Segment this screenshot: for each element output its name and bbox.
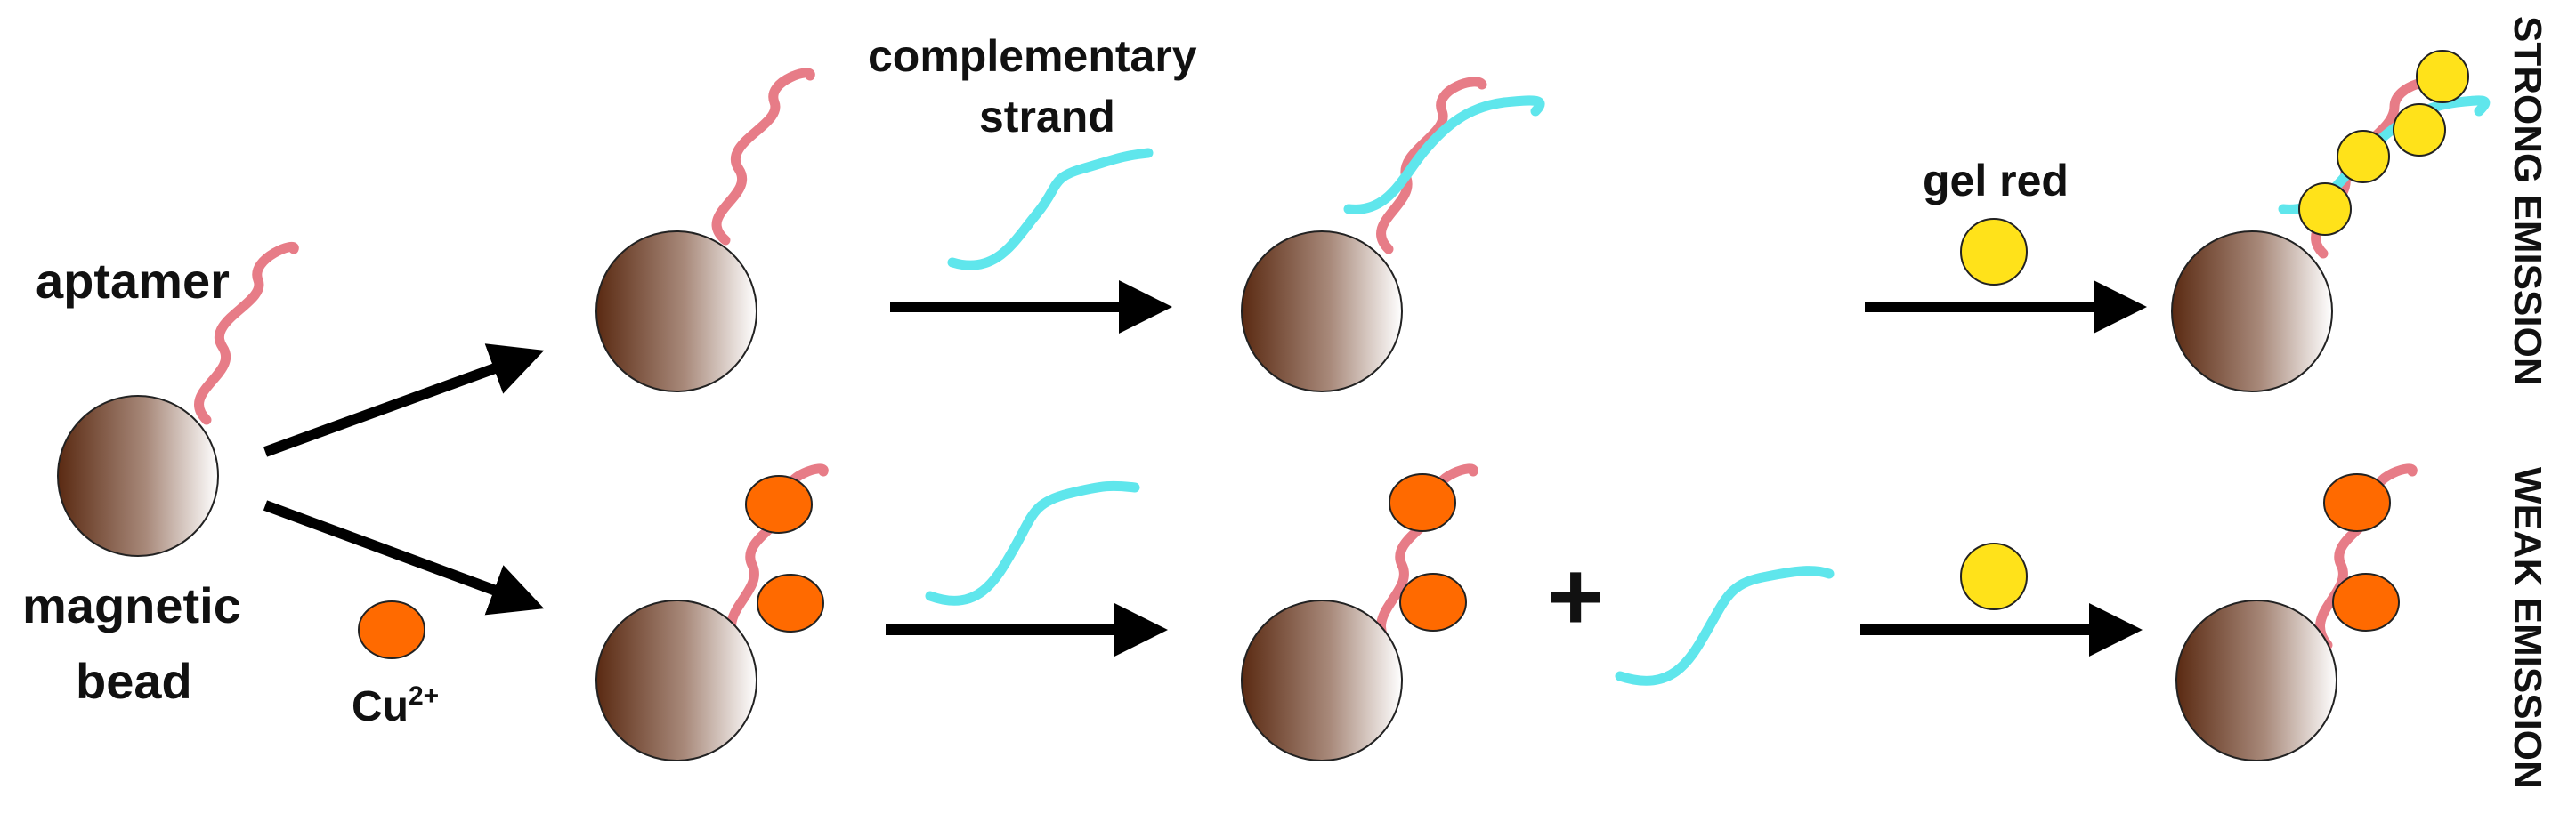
cu-ion [2323, 473, 2391, 532]
aptamer-strand [2315, 463, 2418, 650]
gel-red-dye [2416, 50, 2469, 103]
cu-ion [358, 600, 425, 659]
strong-emission-label: STRONG EMISSION [2506, 16, 2549, 386]
magnetic-bead [2175, 600, 2337, 761]
aptamer-strand [711, 68, 815, 246]
top-bead-1 [595, 68, 815, 392]
arrow-down-diagonal [263, 500, 545, 616]
arrow-up-diagonal [263, 343, 545, 457]
complementary-strand [925, 480, 1140, 606]
magnetic-bead [57, 395, 219, 557]
plus-sign: + [1547, 542, 1604, 651]
gel-red-dye [1960, 218, 2028, 286]
magnetic-label: magnetic [22, 577, 241, 633]
cu-label: Cu2+ [352, 681, 439, 730]
aptamer-strand [726, 463, 829, 650]
weak-emission-label: WEAK EMISSION [2506, 467, 2549, 789]
top-bead-3-strong [2171, 50, 2491, 392]
aptamer-strand [1376, 77, 1487, 254]
bead-label: bead [76, 653, 192, 709]
cu-ion [2332, 573, 2400, 632]
cu-ion [745, 475, 813, 534]
complementary-strand [947, 148, 1154, 270]
bottom-bead-3-weak [2175, 463, 2418, 761]
top-bead-2-duplex [1241, 77, 1545, 392]
gel-red-label: gel red [1923, 156, 2069, 205]
cu-ion [1389, 473, 1456, 532]
cu-ion [1399, 573, 1467, 632]
magnetic-bead [595, 600, 757, 761]
magnetic-bead [1241, 600, 1403, 761]
magnetic-bead [2171, 230, 2333, 392]
released-complementary-strand [1615, 566, 1835, 686]
cu-ion [757, 574, 824, 633]
gel-red-dye [2337, 130, 2390, 183]
aptamer-label: aptamer [36, 253, 230, 309]
complementary-strand-bound [1343, 95, 1545, 214]
bottom-bead-1-cu [595, 463, 829, 761]
complementary-label: complementary [868, 31, 1197, 81]
gel-red-dye [2298, 182, 2352, 236]
start-bead-group [57, 241, 299, 557]
gel-red-dye [1960, 543, 2028, 610]
magnetic-bead [1241, 230, 1403, 392]
gel-red-dye [2393, 103, 2446, 157]
strand-label: strand [979, 92, 1115, 141]
aptamer-strand [194, 241, 299, 425]
aptamer-strand [1376, 463, 1478, 650]
magnetic-bead [595, 230, 757, 392]
bottom-bead-2-cu [1241, 463, 1478, 761]
